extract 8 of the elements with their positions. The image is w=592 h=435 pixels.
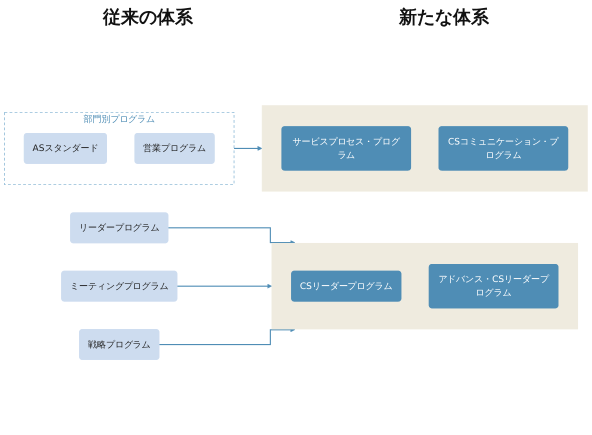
arrow bbox=[159, 328, 296, 346]
column-heading: 従来の体系 bbox=[103, 6, 193, 29]
arrow bbox=[234, 146, 262, 152]
cluster bbox=[272, 243, 578, 330]
column-heading: 新たな体系 bbox=[399, 6, 489, 29]
arrow bbox=[177, 284, 272, 290]
arrow bbox=[168, 228, 296, 246]
cluster bbox=[262, 106, 588, 192]
